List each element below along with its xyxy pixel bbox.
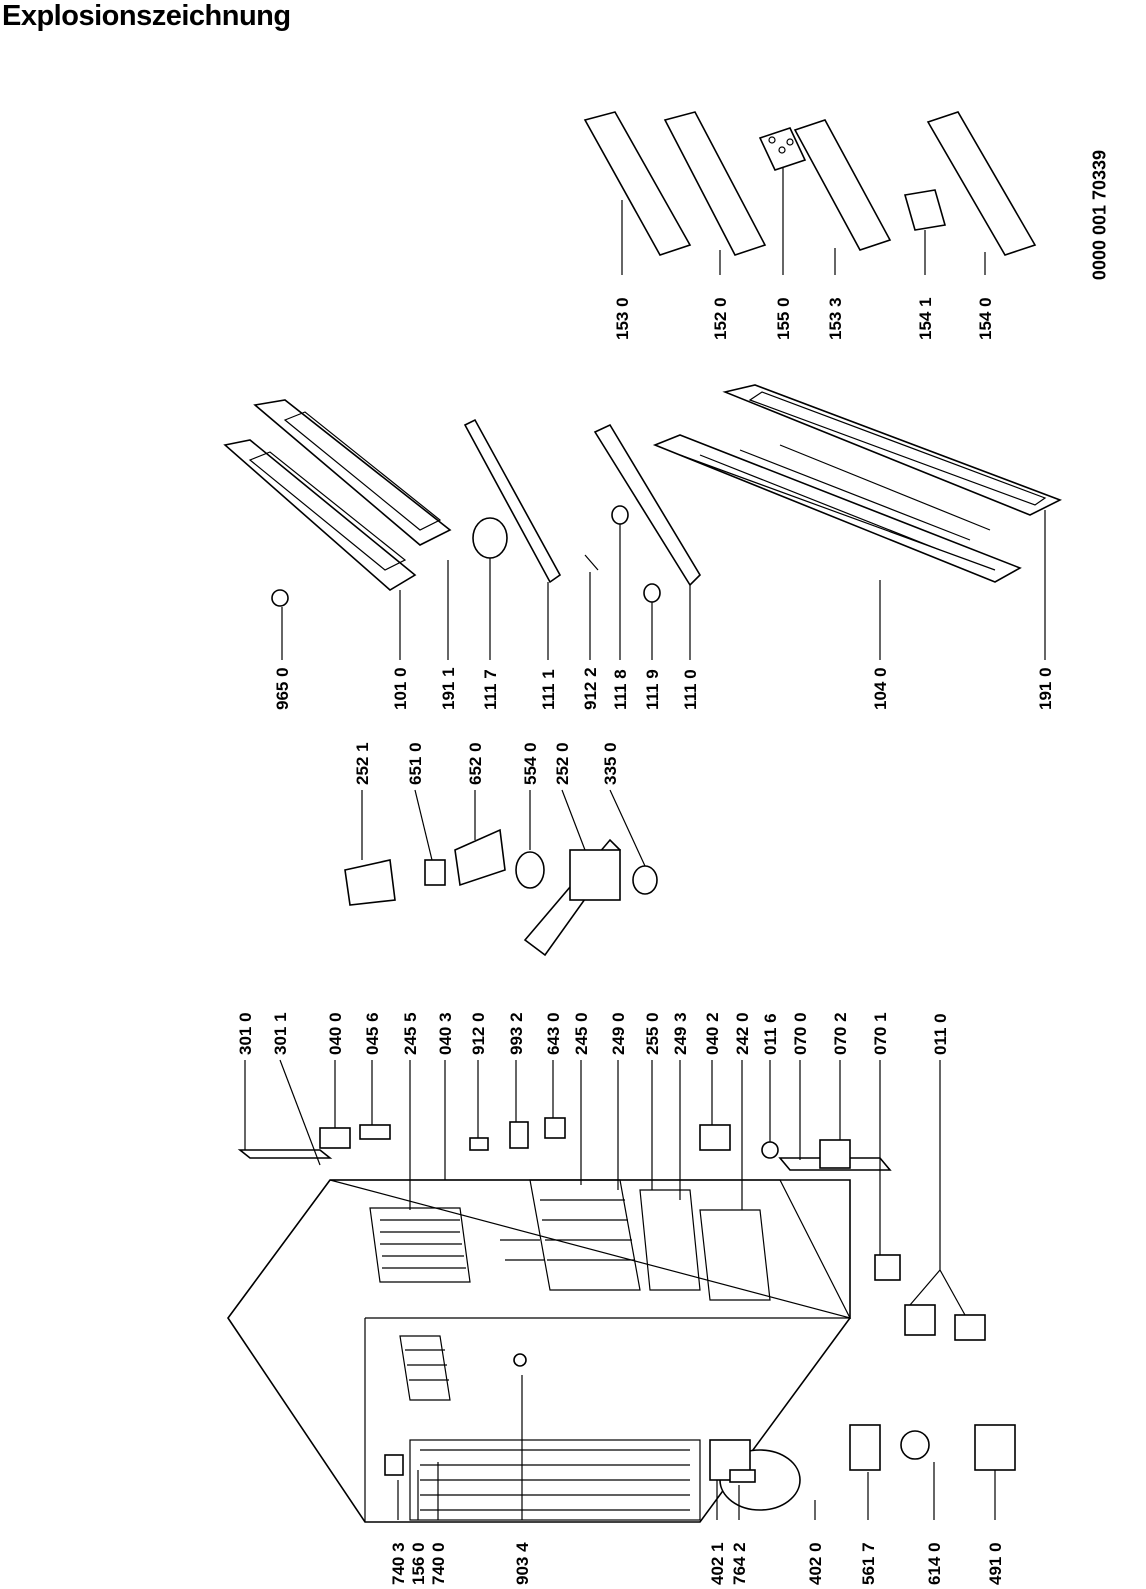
part-label: 491 0 [986, 1542, 1005, 1585]
part-label: 252 0 [553, 742, 572, 785]
part-label: 561 7 [859, 1542, 878, 1585]
cabinet-illustration [227, 1117, 1016, 1523]
part-label: 154 0 [976, 297, 995, 340]
part-label: 191 1 [439, 667, 458, 710]
part-label: 255 0 [643, 1012, 662, 1055]
part-label: 040 2 [703, 1012, 722, 1055]
part-label: 011 0 [931, 1013, 950, 1055]
part-label: 651 0 [406, 742, 425, 785]
part-label: 643 0 [544, 1012, 563, 1055]
part-label: 993 2 [507, 1012, 526, 1055]
part-label: 764 2 [730, 1542, 749, 1585]
part-label: 111 8 [611, 669, 630, 710]
part-label: 965 0 [273, 667, 292, 710]
part-label: 252 1 [353, 742, 372, 785]
part-label: 070 1 [871, 1012, 890, 1055]
part-label: 912 2 [581, 667, 600, 710]
part-label: 040 3 [436, 1012, 455, 1055]
part-label: 191 0 [1036, 667, 1055, 710]
part-label: 301 1 [271, 1012, 290, 1055]
part-label: 652 0 [466, 742, 485, 785]
control-parts-illustration [344, 828, 658, 957]
part-label: 245 0 [572, 1012, 591, 1055]
part-label: 153 0 [613, 297, 632, 340]
leader-lines [244, 168, 1046, 1520]
part-label: 040 0 [326, 1012, 345, 1055]
door-bins-illustration [583, 111, 1037, 256]
part-label: 111 1 [539, 669, 558, 710]
doors-illustration [223, 384, 1062, 607]
part-label: 154 1 [916, 297, 935, 340]
part-label: 245 5 [401, 1012, 420, 1055]
part-label: 011 6 [761, 1013, 780, 1055]
part-label: 301 0 [236, 1012, 255, 1055]
part-label: 045 6 [363, 1012, 382, 1055]
part-label: 740 0 [429, 1542, 448, 1585]
part-label: 912 0 [469, 1012, 488, 1055]
part-label: 335 0 [601, 742, 620, 785]
part-label: 104 0 [871, 667, 890, 710]
part-label: 155 0 [774, 297, 793, 340]
part-label: 242 0 [733, 1012, 752, 1055]
part-label: 101 0 [391, 667, 410, 710]
part-label: 070 0 [791, 1012, 810, 1055]
part-label: 153 3 [826, 297, 845, 340]
part-label: 156 0 [409, 1542, 428, 1585]
part-label: 111 7 [481, 669, 500, 710]
part-label: 402 1 [708, 1542, 727, 1585]
part-label: 554 0 [521, 742, 540, 785]
part-label: 111 0 [681, 669, 700, 710]
part-label: 111 9 [643, 669, 662, 710]
part-label: 903 4 [513, 1542, 532, 1585]
part-label: 249 0 [609, 1012, 628, 1055]
diagram-title: Explosionszeichnung [2, 0, 291, 32]
part-label: 070 2 [831, 1012, 850, 1055]
part-label: 249 3 [671, 1012, 690, 1055]
part-labels: 740 3 156 0 740 0 903 4 402 1 764 2 402 … [236, 297, 1055, 1585]
part-label: 740 3 [389, 1542, 408, 1585]
part-label: 152 0 [711, 297, 730, 340]
part-label: 402 0 [806, 1542, 825, 1585]
part-label: 614 0 [925, 1542, 944, 1585]
